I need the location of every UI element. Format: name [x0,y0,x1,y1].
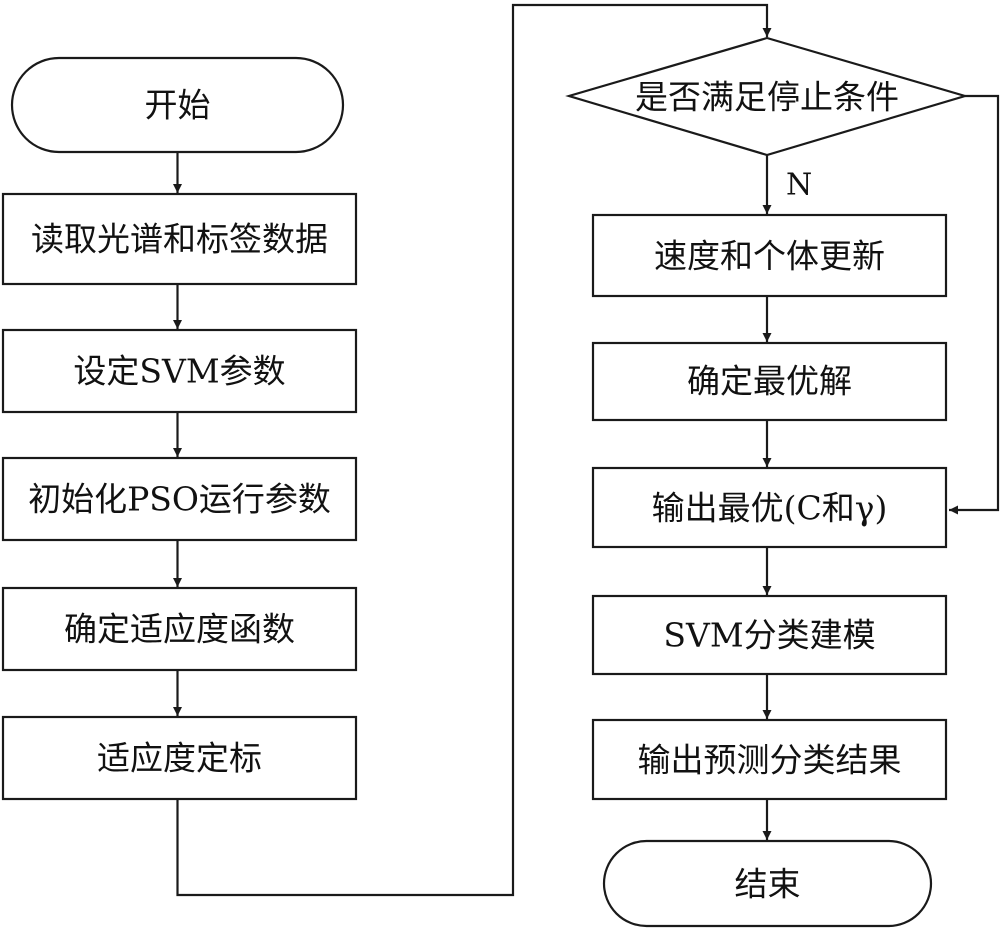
fitness-scale-label: 适应度定标 [97,739,262,778]
output-result-box [591,718,948,801]
fitness-scale-box [1,715,358,801]
output-best-label: 输出最优(C和γ) [652,489,888,528]
output-best-box [591,466,948,549]
update-label: 速度和个体更新 [654,237,885,276]
no-branch-label: N [786,168,812,203]
init-pso-label: 初始化PSO运行参数 [28,480,331,519]
output-result-label: 输出预测分类结果 [638,741,902,780]
init-pso-box [1,456,358,542]
fitness-fn-label: 确定适应度函数 [64,610,295,649]
fitness-fn-box [1,586,358,672]
connector-decision-yes [949,94,1000,515]
end-terminal [602,839,933,928]
read-data-label: 读取光谱和标签数据 [31,220,328,259]
read-data-box [1,192,358,286]
start-label: 开始 [145,86,211,125]
svm-model-label: SVM分类建模 [663,616,875,655]
end-label: 结束 [735,865,801,904]
set-svm-box [1,328,358,414]
best-solution-box [591,341,948,422]
stop-condition-label: 是否满足停止条件 [635,78,899,117]
update-box [591,213,948,298]
best-solution-label: 确定最优解 [687,362,852,401]
set-svm-label: 设定SVM参数 [73,352,285,391]
svm-model-box [591,594,948,676]
connector-scale-to-decision [176,3,772,897]
